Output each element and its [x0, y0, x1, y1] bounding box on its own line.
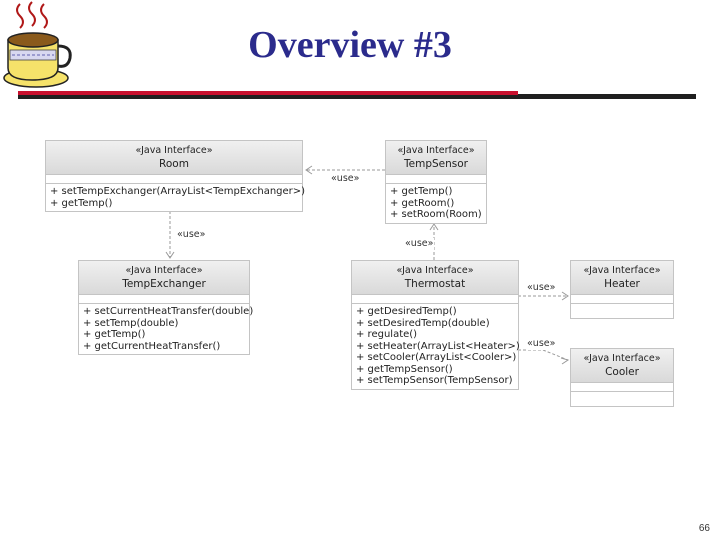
- operation: + getTemp(): [50, 197, 113, 209]
- use-label-thermostat-heater: «use»: [526, 282, 557, 294]
- operation: + setTempExchanger(ArrayList<TempExchang…: [50, 186, 306, 197]
- operation: + getRoom(): [390, 197, 455, 209]
- operation: + getDesiredTemp(): [356, 306, 457, 317]
- attribute-compartment: [46, 175, 302, 184]
- operation-compartment: + setCurrentHeatTransfer(double) + setTe…: [79, 304, 254, 354]
- uml-class-header: «Java Interface» Thermostat: [352, 261, 518, 295]
- use-label-thermostat-cooler: «use»: [526, 338, 557, 350]
- operation: + getCurrentHeatTransfer(): [83, 340, 221, 352]
- title-accent-underline: [18, 91, 518, 95]
- stereotype-label: «Java Interface»: [125, 265, 203, 276]
- operation: + setTemp(double): [83, 317, 179, 329]
- operation: + getTemp(): [390, 186, 453, 197]
- attribute-compartment: [79, 295, 249, 304]
- operation: + setCurrentHeatTransfer(double): [83, 306, 254, 317]
- attribute-compartment: [571, 295, 673, 304]
- operation: + setCooler(ArrayList<Cooler>): [356, 352, 517, 363]
- page-title: Overview #3: [248, 24, 452, 66]
- uml-class-header: «Java Interface» TempSensor: [386, 141, 486, 175]
- uml-class-header: «Java Interface» Room: [46, 141, 302, 175]
- uml-class-header: «Java Interface» TempExchanger: [79, 261, 249, 295]
- use-label-thermostat-sensor: «use»: [404, 238, 435, 250]
- attribute-compartment: [352, 295, 518, 304]
- operation: + regulate(): [356, 329, 418, 340]
- class-name: TempSensor: [404, 158, 468, 170]
- class-name: Thermostat: [404, 278, 466, 290]
- class-name: Heater: [604, 278, 640, 290]
- use-label-room-exchanger: «use»: [176, 229, 207, 241]
- uml-class-cooler: «Java Interface» Cooler: [570, 348, 674, 407]
- operation: + setRoom(Room): [390, 209, 482, 220]
- coffee-cup-icon: [3, 1, 72, 88]
- uml-class-room: «Java Interface» Room + setTempExchanger…: [45, 140, 306, 212]
- uml-class-thermostat: «Java Interface» Thermostat + getDesired…: [351, 260, 520, 390]
- stereotype-label: «Java Interface»: [583, 265, 661, 276]
- class-name: TempExchanger: [122, 278, 206, 290]
- stereotype-label: «Java Interface»: [397, 145, 475, 156]
- stereotype-label: «Java Interface»: [583, 353, 661, 364]
- uml-class-header: «Java Interface» Heater: [571, 261, 673, 295]
- stereotype-label: «Java Interface»: [135, 145, 213, 156]
- attribute-compartment: [386, 175, 486, 184]
- operation-compartment: + setTempExchanger(ArrayList<TempExchang…: [46, 184, 306, 211]
- attribute-compartment: [571, 383, 673, 392]
- stereotype-label: «Java Interface»: [396, 265, 474, 276]
- operation: + getTempSensor(): [356, 363, 453, 375]
- class-name: Cooler: [605, 366, 639, 378]
- uml-class-tempsensor: «Java Interface» TempSensor + getTemp() …: [385, 140, 487, 224]
- operation: + setHeater(ArrayList<Heater>): [356, 340, 520, 352]
- operation-compartment: [571, 304, 673, 318]
- uml-class-tempexchanger: «Java Interface» TempExchanger + setCurr…: [78, 260, 254, 355]
- title-underline: [18, 94, 696, 99]
- operation: + setTempSensor(TempSensor): [356, 375, 513, 386]
- operation: + setDesiredTemp(double): [356, 317, 490, 329]
- uml-class-header: «Java Interface» Cooler: [571, 349, 673, 383]
- operation: + getTemp(): [83, 329, 146, 340]
- operation-compartment: + getTemp() + getRoom() + setRoom(Room): [386, 184, 486, 223]
- operation-compartment: [571, 392, 673, 406]
- use-label-thermostat-room: «use»: [330, 173, 361, 185]
- uml-class-heater: «Java Interface» Heater: [570, 260, 674, 319]
- operation-compartment: + getDesiredTemp() + setDesiredTemp(doub…: [352, 304, 520, 389]
- class-name: Room: [159, 158, 189, 170]
- page-number: 66: [698, 523, 710, 534]
